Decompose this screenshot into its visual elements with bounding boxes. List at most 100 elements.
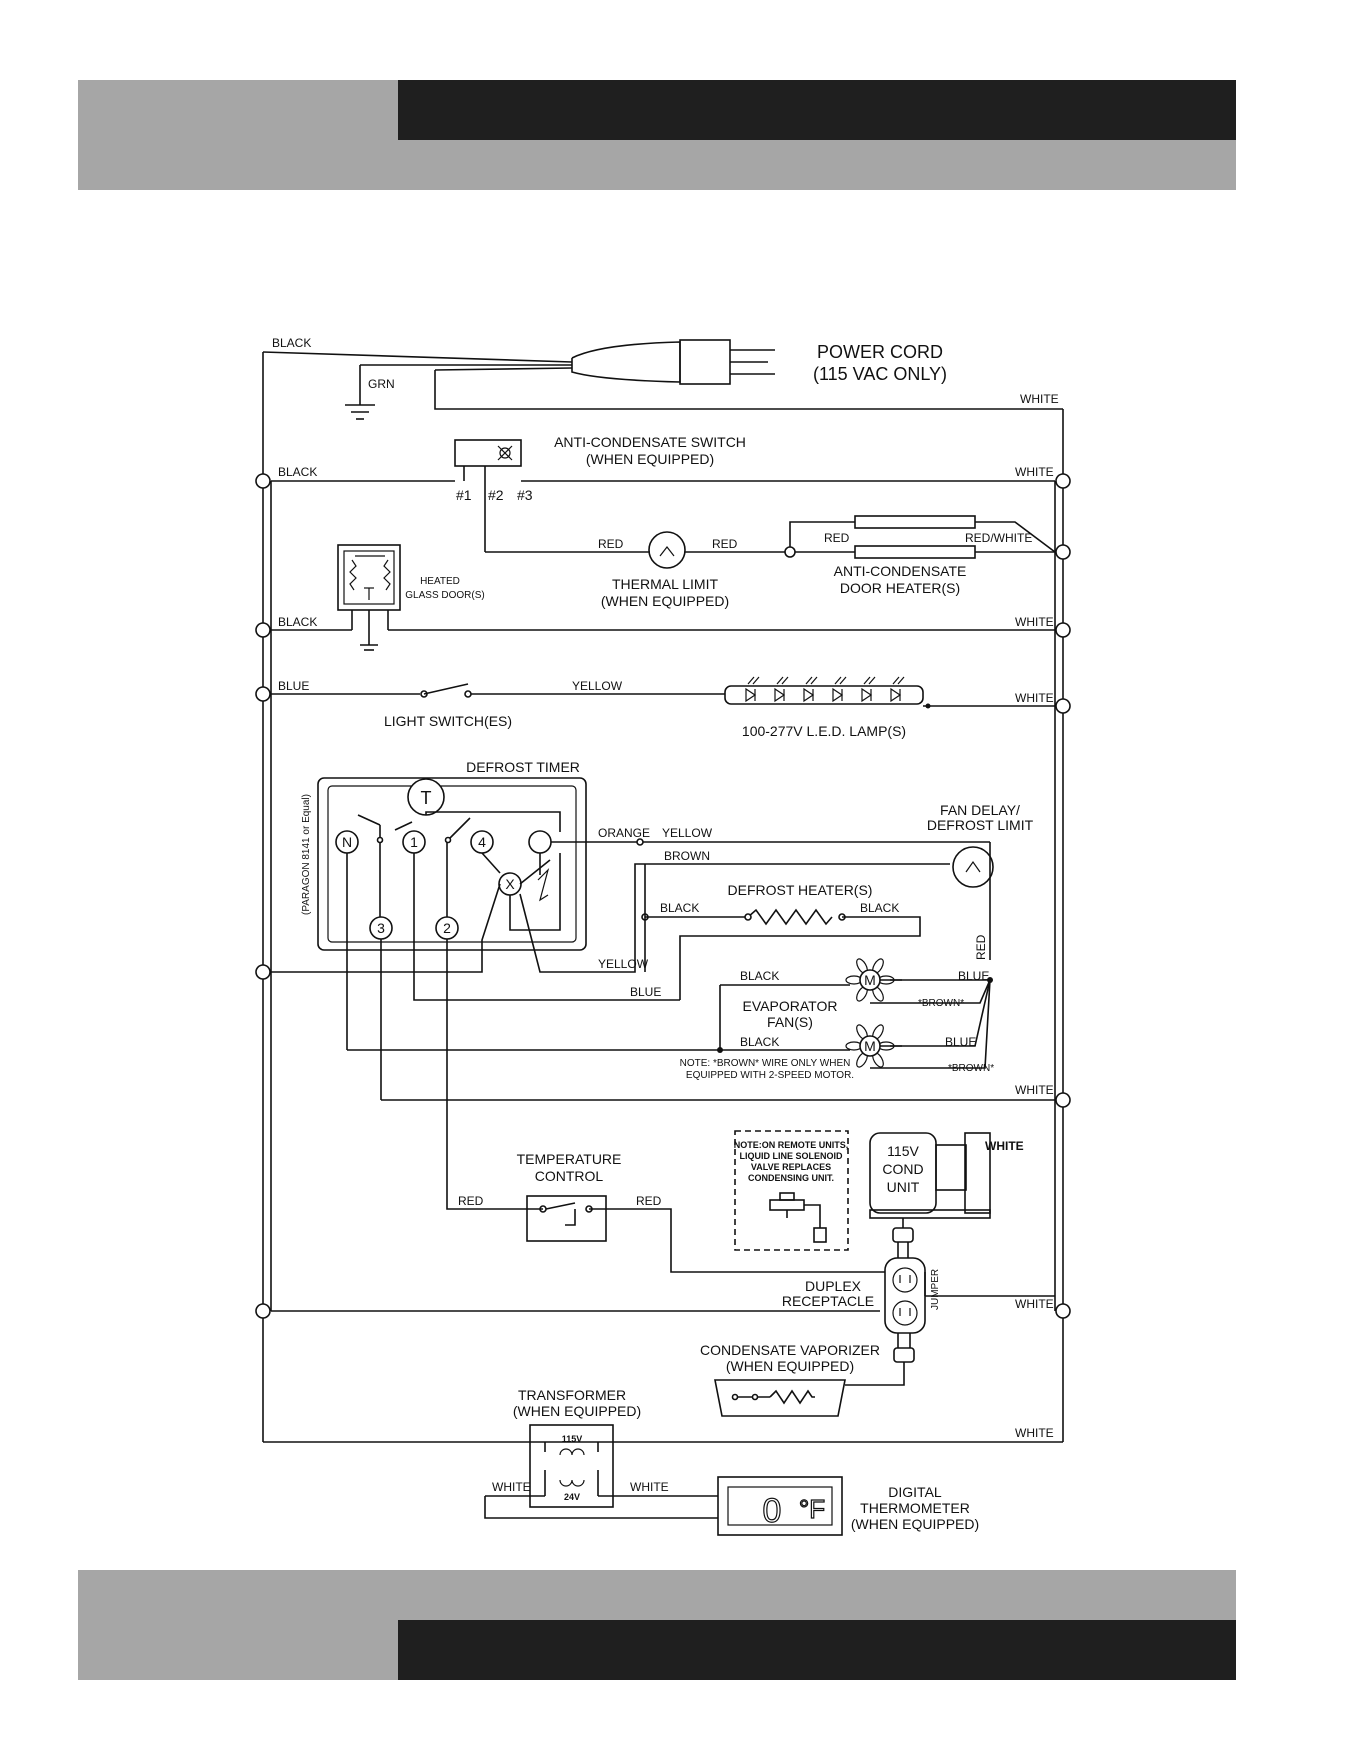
wire-label-red-5: RED bbox=[458, 1194, 484, 1208]
switch-terminal-2: #2 bbox=[488, 487, 504, 503]
temperature-control bbox=[526, 1195, 607, 1242]
wire-label-grn: GRN bbox=[368, 377, 395, 391]
timer-terminal-blank bbox=[528, 830, 552, 854]
thermometer-line3: (WHEN EQUIPPED) bbox=[851, 1516, 979, 1532]
transformer-subtitle: (WHEN EQUIPPED) bbox=[513, 1403, 641, 1419]
remote-unit-note-box bbox=[734, 1130, 849, 1251]
wire-label-brown-note-1: *BROWN* bbox=[918, 998, 964, 1009]
wire-label-white-3: WHITE bbox=[1015, 691, 1054, 705]
duplex-receptacle bbox=[884, 1257, 926, 1334]
bus-terminal bbox=[255, 686, 271, 702]
digital-thermometer bbox=[717, 1476, 843, 1536]
bus-terminal bbox=[1055, 544, 1071, 560]
wire-label-yellow-2: YELLOW bbox=[662, 826, 713, 840]
fan-motor-label: M bbox=[864, 972, 876, 988]
bus-terminal bbox=[1055, 1092, 1071, 1108]
remote-note-line2: LIQUID LINE SOLENOID bbox=[739, 1151, 843, 1161]
wire-label-red-4: RED bbox=[974, 934, 988, 960]
fan-delay-limit bbox=[952, 846, 994, 888]
wire-label-white-top: WHITE bbox=[1020, 392, 1059, 406]
svg-text:T: T bbox=[421, 788, 432, 808]
note-brown-line2: EQUIPPED WITH 2-SPEED MOTOR. bbox=[686, 1070, 854, 1081]
wire-label-black-top: BLACK bbox=[272, 336, 311, 350]
wire-label-brown-note-2: *BROWN* bbox=[948, 1063, 994, 1074]
wire-label-red-6: RED bbox=[636, 1194, 662, 1208]
wire-label-yellow-1: YELLOW bbox=[572, 679, 623, 693]
temp-control-line2: CONTROL bbox=[535, 1168, 604, 1184]
cond-unit-line2: COND bbox=[882, 1161, 923, 1177]
svg-text:N: N bbox=[342, 834, 352, 850]
remote-note-line4: CONDENSING UNIT. bbox=[748, 1173, 834, 1183]
fan-delay-line1: FAN DELAY/ bbox=[940, 802, 1020, 818]
cond-unit-line1: 115V bbox=[887, 1143, 919, 1159]
svg-text:115V: 115V bbox=[562, 1434, 583, 1444]
thermometer-reading: 0 bbox=[763, 1492, 782, 1530]
vaporizer-subtitle: (WHEN EQUIPPED) bbox=[726, 1358, 854, 1374]
solenoid-valve bbox=[769, 1192, 827, 1243]
wire-label-black-6: BLACK bbox=[740, 1035, 779, 1049]
transformer bbox=[529, 1424, 614, 1508]
wire-label-orange: ORANGE bbox=[598, 826, 650, 840]
wire-label-blue-4: BLUE bbox=[945, 1035, 976, 1049]
door-heater-2 bbox=[854, 545, 976, 559]
defrost-heater-resistor bbox=[747, 908, 833, 926]
door-heater-1 bbox=[854, 515, 976, 529]
transformer-title: TRANSFORMER bbox=[518, 1387, 626, 1403]
wire-label-blue-1: BLUE bbox=[278, 679, 309, 693]
defrost-heater-label: DEFROST HEATER(S) bbox=[728, 882, 873, 898]
thermometer-unit: °F bbox=[799, 1494, 825, 1524]
heated-glass-door bbox=[337, 544, 401, 611]
wire-label-black-1: BLACK bbox=[278, 465, 317, 479]
anti-condensate-switch bbox=[454, 439, 522, 467]
evaporator-line1: EVAPORATOR bbox=[743, 998, 838, 1014]
led-diode-icon bbox=[774, 676, 789, 703]
bus-terminal bbox=[1055, 622, 1071, 638]
wire-label-white-tx1: WHITE bbox=[492, 1480, 531, 1494]
remote-note-line1: NOTE:ON REMOTE UNITS, bbox=[734, 1140, 849, 1150]
fan-motor-label: M bbox=[864, 1038, 876, 1054]
led-diode-icon bbox=[861, 676, 876, 703]
condensate-vaporizer bbox=[714, 1379, 846, 1417]
svg-text:4: 4 bbox=[478, 834, 486, 850]
wire-label-brown: BROWN bbox=[664, 849, 710, 863]
heated-glass-line1: HEATED bbox=[420, 576, 460, 587]
wire-label-black-5: BLACK bbox=[740, 969, 779, 983]
note-brown-line1: NOTE: *BROWN* WIRE ONLY WHEN bbox=[680, 1058, 851, 1069]
cond-unit-line3: UNIT bbox=[887, 1179, 920, 1195]
duplex-jumper: JUMPER bbox=[930, 1269, 941, 1310]
led-diode-icon bbox=[745, 676, 760, 703]
door-heater-subtitle: DOOR HEATER(S) bbox=[840, 580, 960, 596]
wire-label-blue-2: BLUE bbox=[630, 985, 661, 999]
wire-label-white-cond: WHITE bbox=[985, 1139, 1024, 1153]
remote-note-line3: VALVE REPLACES bbox=[751, 1162, 831, 1172]
defrost-timer-side: (PARAGON 8141 or Equal) bbox=[301, 794, 312, 915]
wire-label-yellow-3: YELLOW bbox=[598, 957, 649, 971]
led-diode-icon bbox=[832, 676, 847, 703]
light-switch-label: LIGHT SWITCH(ES) bbox=[384, 713, 512, 729]
bus-terminal bbox=[255, 964, 271, 980]
led-lamp-strip bbox=[724, 685, 924, 705]
defrost-timer-box bbox=[317, 777, 587, 951]
defrost-timer-title: DEFROST TIMER bbox=[466, 759, 580, 775]
wire-label-blue-3: BLUE bbox=[958, 969, 989, 983]
led-diode-icon bbox=[890, 676, 905, 703]
bus-terminal bbox=[255, 1303, 271, 1319]
evaporator-fan-1: M bbox=[845, 958, 902, 1002]
wire-label-white-1: WHITE bbox=[1015, 465, 1054, 479]
bus-terminal bbox=[255, 622, 271, 638]
door-heater-title: ANTI-CONDENSATE bbox=[834, 563, 967, 579]
bus-terminal bbox=[1055, 1303, 1071, 1319]
footer-dark-bar bbox=[398, 1620, 1236, 1680]
led-diode-icon bbox=[803, 676, 818, 703]
svg-text:2: 2 bbox=[443, 920, 451, 936]
switch-subtitle: (WHEN EQUIPPED) bbox=[586, 451, 714, 467]
thermal-limit-subtitle: (WHEN EQUIPPED) bbox=[601, 593, 729, 609]
switch-terminal-3: #3 bbox=[517, 487, 533, 503]
thermometer-title: DIGITAL bbox=[888, 1484, 942, 1500]
heated-glass-line2: GLASS DOOR(S) bbox=[405, 590, 484, 601]
bus-terminal bbox=[1055, 698, 1071, 714]
svg-text:24V: 24V bbox=[564, 1492, 580, 1502]
svg-text:3: 3 bbox=[377, 920, 385, 936]
evaporator-line2: FAN(S) bbox=[767, 1014, 813, 1030]
